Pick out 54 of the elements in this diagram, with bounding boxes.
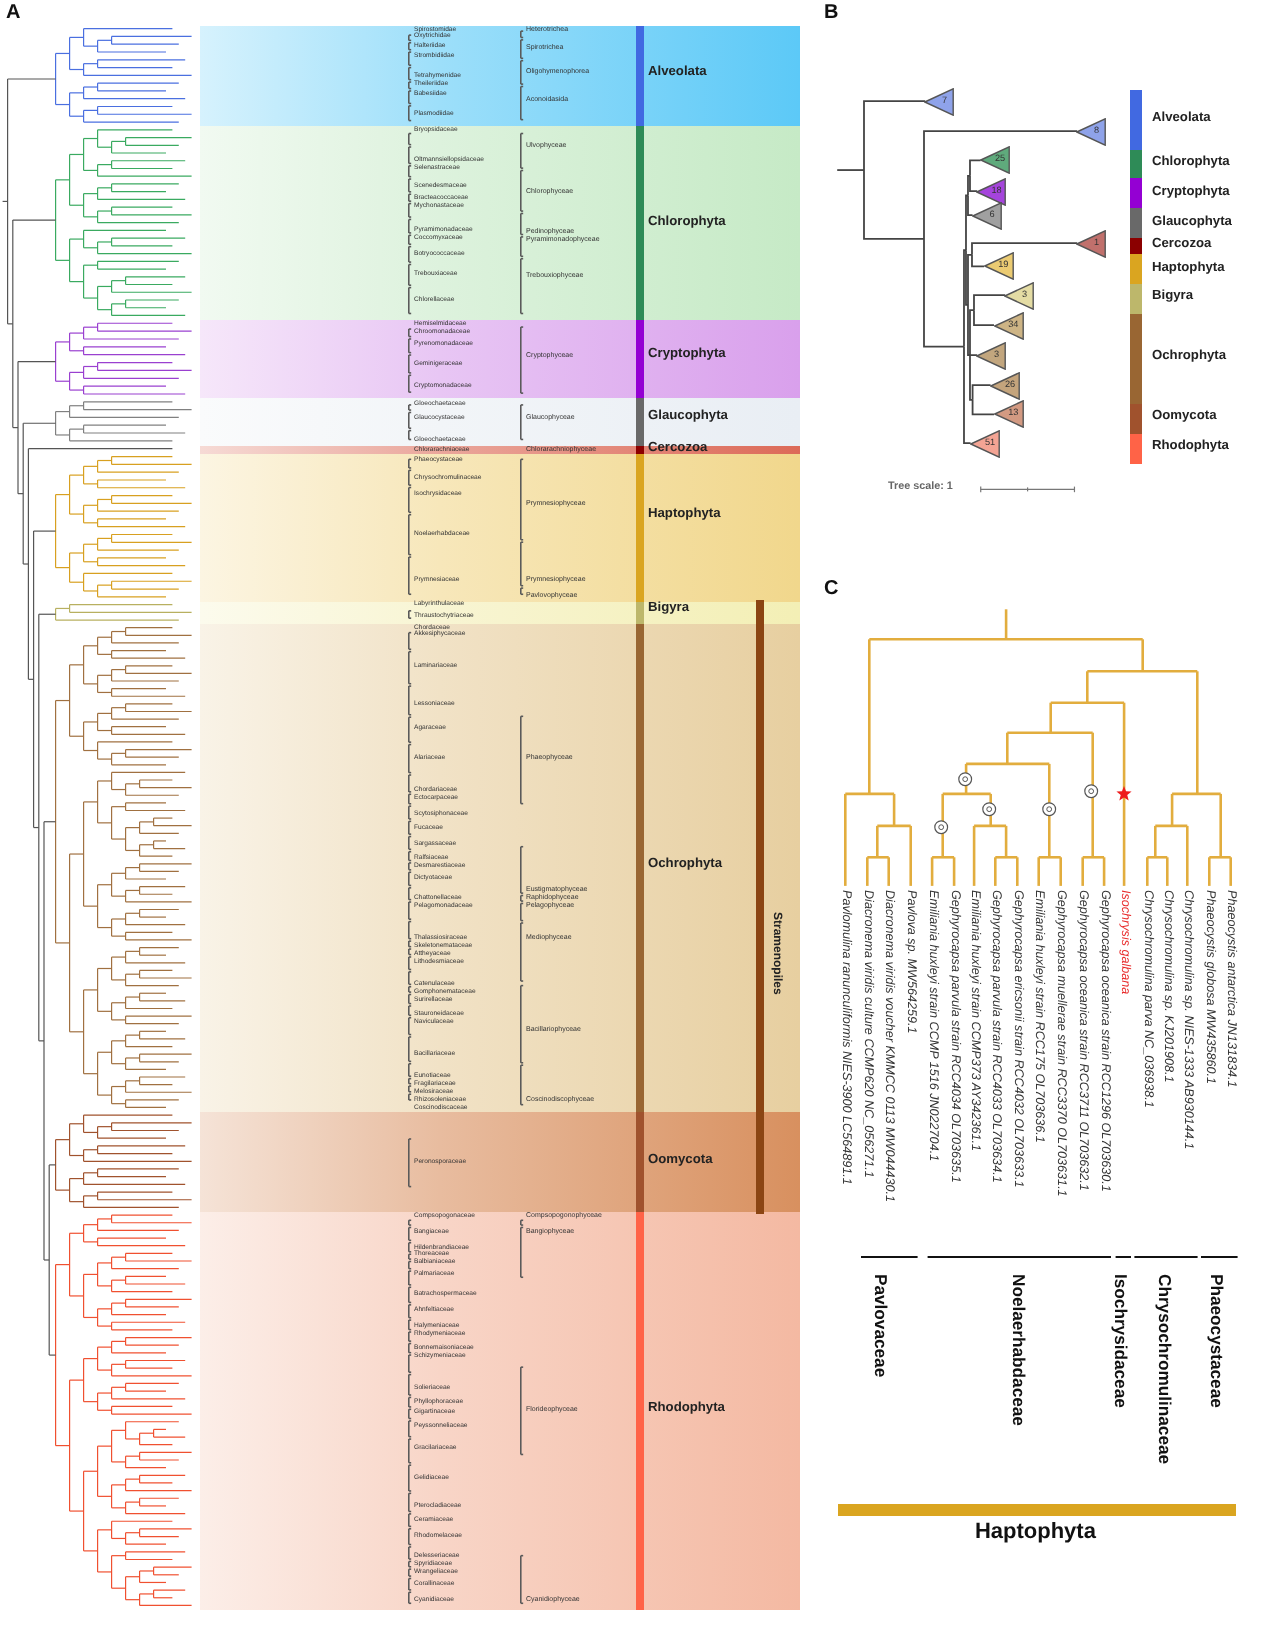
- collapsed-clade-triangle: [983, 252, 1014, 281]
- tree-branch: [862, 100, 926, 172]
- family-label: Chrysochromulinaceae: [1156, 1274, 1174, 1465]
- collapsed-clade-triangle: [976, 341, 1007, 370]
- collapsed-clade-triangle: [970, 429, 1000, 458]
- collapsed-clade-triangle: [1076, 229, 1107, 258]
- clade-band: [200, 25, 800, 127]
- collapsed-clade-triangle: [924, 87, 955, 116]
- tree-branch: [922, 130, 1078, 241]
- tree-branch: [971, 399, 995, 416]
- collapsed-clade-triangle: [990, 371, 1020, 400]
- clade-band: [200, 126, 800, 320]
- tree-branch: [970, 242, 1078, 256]
- tree-branch: [962, 345, 971, 445]
- tree-branch: [966, 194, 973, 217]
- tree-branch: [966, 254, 973, 306]
- clade-band: [200, 320, 800, 399]
- family-label: Noelaerhabdaceae: [1010, 1274, 1028, 1426]
- clade-band: [200, 1212, 800, 1610]
- collapsed-clade-triangle: [980, 146, 1010, 175]
- tree-branch: [968, 354, 973, 401]
- panel-letter: A: [6, 4, 21, 24]
- tree-branch: [972, 309, 995, 327]
- panel-letter: B: [824, 4, 839, 24]
- collapsed-clade-triangle: [972, 201, 1002, 230]
- collapsed-clade-triangle: [976, 177, 1007, 206]
- clade-band: [200, 624, 800, 1112]
- tree-branch: [968, 175, 978, 193]
- tree-branch: [835, 169, 865, 172]
- clade-band: [200, 1112, 800, 1212]
- tree-branch: [968, 159, 981, 177]
- phylum-label: Haptophyta: [974, 1522, 1096, 1544]
- family-label: Phaeocystaceae: [1208, 1274, 1226, 1408]
- tree-branch: [964, 194, 969, 252]
- tree-branch: [971, 384, 991, 401]
- collapsed-clade-triangle: [1076, 117, 1107, 146]
- tree-branch: [972, 294, 1006, 312]
- tree-branch: [862, 169, 925, 241]
- clade-band: [200, 453, 800, 602]
- tree-branch: [964, 249, 969, 306]
- family-label: Isochrysidaceae: [1111, 1274, 1129, 1408]
- tree-branch: [968, 354, 978, 357]
- tree-branch: [966, 304, 971, 357]
- tree-branch: [970, 254, 985, 268]
- collapsed-clade-triangle: [1004, 281, 1035, 310]
- tree-branch: [922, 238, 965, 348]
- clade-band: [200, 601, 800, 625]
- collapsed-clade-triangle: [993, 400, 1024, 429]
- tree-branch: [968, 309, 975, 357]
- family-label: Pavlovaceae: [871, 1274, 889, 1378]
- tree-branch: [966, 175, 971, 197]
- panel-letter: C: [824, 580, 839, 600]
- collapsed-clade-triangle: [993, 311, 1024, 340]
- tree-branch: [962, 249, 967, 348]
